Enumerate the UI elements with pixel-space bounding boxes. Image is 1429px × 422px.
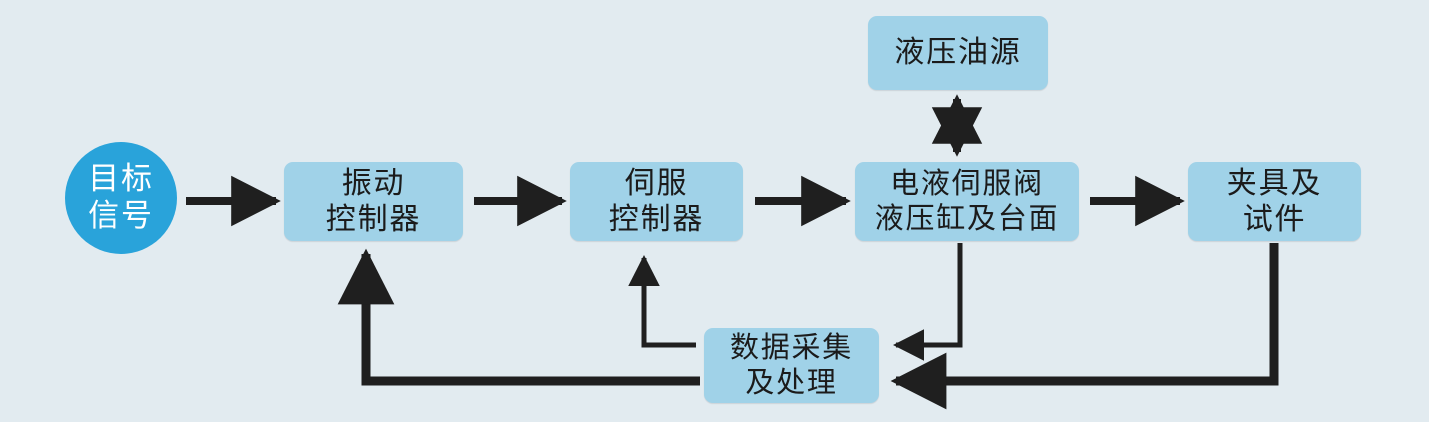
node-hydraulic-source[interactable]: 液压油源 bbox=[868, 16, 1048, 90]
node-servo-controller-line1: 伺服 bbox=[624, 167, 689, 201]
node-servo-controller-line2: 控制器 bbox=[608, 202, 705, 236]
connector-valve-to-data bbox=[892, 243, 963, 361]
node-fixture-specimen-line2: 试件 bbox=[1242, 202, 1307, 236]
node-data-acquisition-line1: 数据采集 bbox=[730, 332, 853, 365]
connector-fixture-to-data bbox=[890, 243, 1279, 410]
node-fixture-specimen[interactable]: 夹具及 试件 bbox=[1188, 162, 1361, 241]
node-servo-controller[interactable]: 伺服 控制器 bbox=[570, 162, 743, 241]
node-vibration-controller-line1: 振动 bbox=[341, 167, 406, 201]
node-target-signal-line2: 信号 bbox=[88, 198, 154, 233]
node-servo-valve[interactable]: 电液伺服阀 液压缸及台面 bbox=[855, 162, 1079, 241]
node-vibration-controller-line2: 控制器 bbox=[325, 202, 422, 236]
connector-data-to-servo-feedback bbox=[628, 254, 696, 348]
node-vibration-controller[interactable]: 振动 控制器 bbox=[284, 162, 463, 241]
node-data-acquisition[interactable]: 数据采集 及处理 bbox=[704, 328, 879, 403]
connector-data-to-vibration-feedback bbox=[337, 248, 700, 386]
node-servo-valve-line1: 电液伺服阀 bbox=[890, 168, 1044, 201]
node-target-signal-line1: 目标 bbox=[88, 161, 154, 197]
node-data-acquisition-line2: 及处理 bbox=[745, 366, 838, 399]
node-target-signal[interactable]: 目标 信号 bbox=[65, 142, 177, 254]
node-servo-valve-line2: 液压缸及台面 bbox=[874, 202, 1060, 235]
node-hydraulic-source-line1: 液压油源 bbox=[894, 36, 1022, 70]
node-fixture-specimen-line1: 夹具及 bbox=[1226, 167, 1323, 201]
